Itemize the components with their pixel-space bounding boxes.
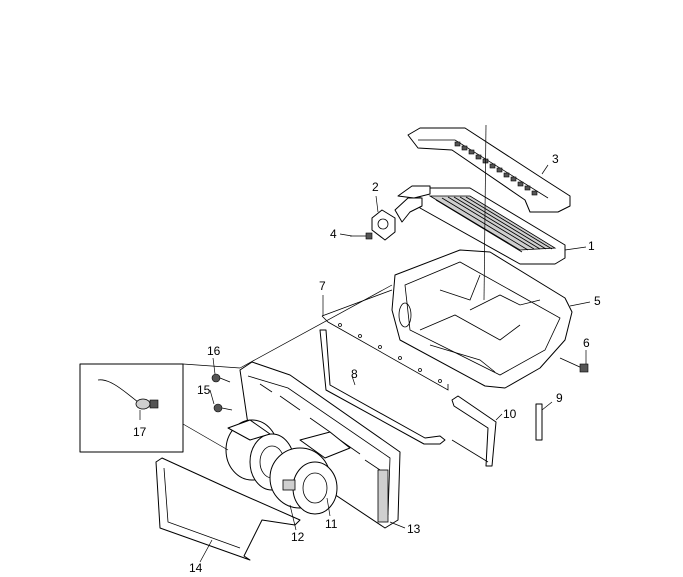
part-3-top-grille <box>407 127 571 213</box>
callout-5: 5 <box>594 294 601 308</box>
callout-4: 4 <box>330 227 337 241</box>
part-1-heater-core <box>394 185 566 265</box>
callout-14: 14 <box>189 561 203 575</box>
callout-17: 17 <box>133 425 147 439</box>
part-8-gasket-strip <box>319 329 446 445</box>
part-7-frame-gasket <box>321 289 449 391</box>
part-11-blower-right <box>269 431 351 515</box>
callout-3: 3 <box>552 152 559 166</box>
part-16-screw <box>211 373 231 383</box>
callout-6: 6 <box>583 336 590 350</box>
callout-10: 10 <box>503 407 517 421</box>
callout-8: 8 <box>351 367 358 381</box>
callout-1: 1 <box>588 239 595 253</box>
callout-11: 11 <box>325 517 338 531</box>
callout-2: 2 <box>372 180 379 194</box>
part-15-screw <box>213 403 233 413</box>
callout-16: 16 <box>207 344 221 358</box>
part-6-bolt <box>559 357 589 373</box>
part-14-base-gasket <box>155 457 301 561</box>
callouts: 1 2 3 4 5 6 7 8 9 10 11 12 13 14 15 16 1… <box>133 152 601 575</box>
callout-12: 12 <box>291 530 305 544</box>
leader-lines <box>139 124 591 563</box>
part-10-seal <box>451 395 497 467</box>
part-5-housing <box>391 249 573 389</box>
callout-15: 15 <box>197 383 211 397</box>
callout-9: 9 <box>556 391 563 405</box>
part-2-gasket <box>371 209 396 241</box>
part-17-inset <box>79 363 184 453</box>
part-9-strip <box>535 403 543 441</box>
callout-7: 7 <box>319 279 326 293</box>
callout-13: 13 <box>407 522 421 536</box>
part-4-screw <box>350 232 373 240</box>
